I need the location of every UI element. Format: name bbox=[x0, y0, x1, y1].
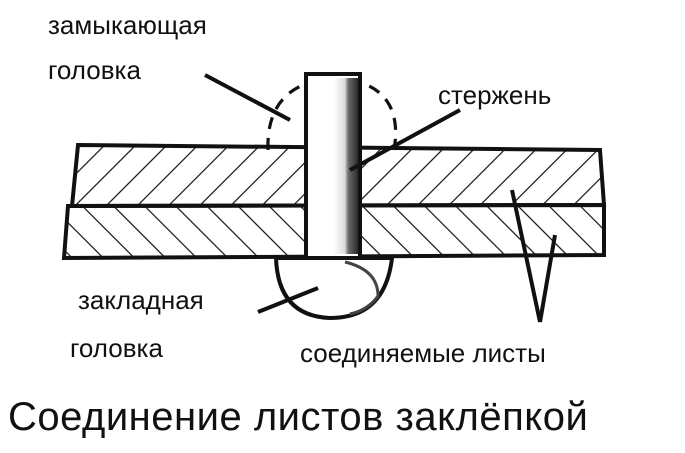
shank-leader bbox=[349, 108, 461, 172]
sheets-leader-2 bbox=[538, 234, 557, 323]
closing-head-label-line2: головка bbox=[48, 55, 141, 85]
set-head-label-line1: закладная bbox=[78, 285, 204, 315]
shank-label: стержень bbox=[438, 80, 552, 110]
closing-head-leader bbox=[204, 73, 291, 122]
sheets-leader-1 bbox=[510, 189, 542, 323]
set-head-label-line2: головка bbox=[70, 333, 163, 363]
diagram-caption: Соединение листов заклёпкой bbox=[8, 395, 589, 439]
leader-lines bbox=[204, 73, 557, 323]
set-head bbox=[273, 256, 395, 321]
rivet-shank bbox=[304, 72, 362, 260]
joined-sheets-label: соединяемые листы bbox=[300, 338, 546, 368]
closing-head-label-line1: замыкающая bbox=[48, 10, 207, 40]
set-head-leader bbox=[257, 286, 319, 314]
